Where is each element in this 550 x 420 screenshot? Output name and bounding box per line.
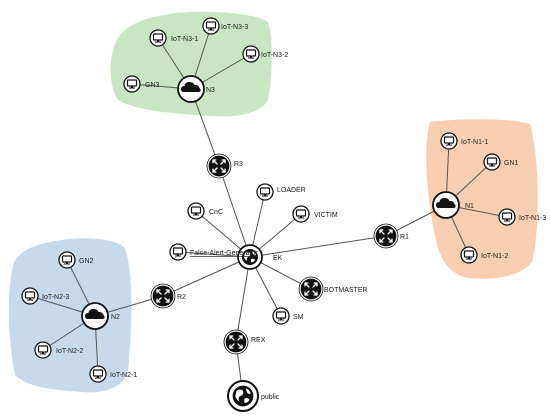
node-iot-n3-3[interactable]	[202, 17, 220, 35]
node-iot-n3-1[interactable]	[149, 29, 167, 47]
label-r3: R3	[234, 161, 243, 168]
node-gn1[interactable]	[483, 153, 501, 171]
label-iot-n2-1: IoT-N2-1	[110, 372, 137, 379]
label-ek: EK	[273, 255, 283, 262]
label-iot-n3-2: IoT-N3-2	[261, 52, 288, 59]
node-gn3[interactable]	[123, 75, 141, 93]
label-gn2: GN2	[79, 258, 94, 265]
node-loader[interactable]	[256, 183, 274, 201]
node-iot-n1-2[interactable]	[460, 246, 478, 264]
node-iot-n2-3[interactable]	[21, 287, 39, 305]
node-public[interactable]	[227, 380, 259, 412]
node-r3[interactable]	[206, 153, 232, 179]
node-iot-n3-2[interactable]	[242, 45, 260, 63]
node-botmaster[interactable]	[298, 276, 324, 302]
label-sm: SM	[293, 314, 304, 321]
node-iot-n2-1[interactable]	[89, 365, 107, 383]
node-iot-n2-2[interactable]	[34, 341, 52, 359]
label-cnc: CnC	[209, 209, 223, 216]
label-n2: N2	[111, 314, 120, 321]
label-public: public	[261, 394, 280, 401]
label-iot-n3-1: IoT-N3-1	[171, 36, 198, 43]
zone-n1	[426, 119, 538, 279]
node-iot-n1-3[interactable]	[498, 208, 516, 226]
label-iot-n3-3: IoT-N3-3	[221, 24, 248, 31]
node-ek[interactable]	[237, 244, 263, 270]
node-cnc[interactable]	[187, 202, 205, 220]
edge-ek-to-r1	[249, 235, 387, 258]
edge-r3-to-ek	[218, 165, 251, 258]
edge-ek-to-rex	[235, 256, 251, 343]
label-victim: VICTIM	[314, 212, 338, 219]
label-false-alert: False-Alert-Generator	[190, 250, 258, 257]
label-iot-n1-3: IoT-N1-3	[519, 215, 546, 222]
node-r2[interactable]	[150, 283, 176, 309]
globe-icon	[232, 385, 254, 407]
label-iot-n2-2: IoT-N2-2	[56, 348, 83, 355]
edge-ek-to-r2	[162, 256, 251, 297]
node-sm[interactable]	[272, 307, 290, 325]
node-n3[interactable]	[177, 75, 205, 103]
node-n1[interactable]	[432, 191, 460, 219]
label-n1: N1	[465, 203, 474, 210]
label-iot-n2-3: IoT-N2-3	[42, 294, 69, 301]
node-rex[interactable]	[223, 329, 249, 355]
label-loader: LOADER	[277, 187, 306, 194]
label-iot-n1-1: IoT-N1-1	[461, 139, 488, 146]
node-false-alert[interactable]	[169, 243, 187, 261]
node-n2[interactable]	[81, 302, 109, 330]
node-gn2[interactable]	[58, 251, 76, 269]
node-iot-n1-1[interactable]	[440, 132, 458, 150]
label-gn1: GN1	[504, 160, 519, 167]
node-r1[interactable]	[373, 223, 399, 249]
label-gn3: GN3	[145, 82, 160, 89]
label-n3: N3	[206, 87, 215, 94]
label-rex: REX	[251, 337, 266, 344]
label-iot-n1-2: IoT-N1-2	[481, 253, 508, 260]
label-r2: R2	[177, 294, 186, 301]
node-victim[interactable]	[292, 205, 310, 223]
label-botmaster: BOTMASTER	[324, 287, 368, 294]
node-layer	[21, 17, 516, 412]
label-r1: R1	[400, 234, 409, 241]
